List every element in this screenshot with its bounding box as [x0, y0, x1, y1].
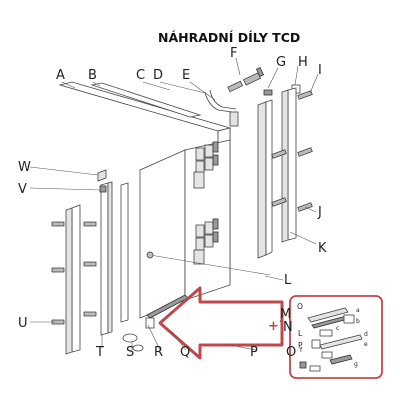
label-q: Q — [180, 345, 190, 360]
label-f: F — [230, 46, 237, 61]
wall-profile-left — [65, 204, 81, 355]
inset-letter-d: d — [364, 331, 368, 338]
label-k: K — [318, 241, 327, 256]
label-c: C — [136, 68, 145, 83]
label-u: U — [18, 316, 28, 331]
label-e: E — [182, 68, 190, 83]
label-w: W — [18, 160, 31, 175]
hinge-lower — [193, 218, 219, 265]
inset-letter-e: e — [364, 341, 368, 348]
label-p: P — [250, 345, 258, 360]
label-h: H — [298, 55, 308, 70]
label-j: J — [317, 205, 322, 220]
label-n: N — [283, 320, 293, 335]
label-l: L — [284, 273, 292, 288]
label-b: B — [88, 68, 97, 83]
part-w — [97, 169, 107, 182]
inset-letter-a: a — [356, 307, 360, 314]
fixed-glass-panel — [100, 181, 129, 336]
inset-letter-l: L — [298, 329, 303, 338]
label-s: S — [126, 345, 134, 360]
label-v: V — [18, 182, 27, 197]
wall-profile-i — [281, 87, 297, 243]
label-d: D — [153, 68, 163, 83]
label-i: I — [318, 63, 322, 78]
page-title: NÁHRADNÍ DÍLY TCD — [158, 30, 300, 45]
inset-letter-p: P — [298, 341, 303, 350]
screws-left — [51, 221, 97, 325]
part-labels: A B C D E F G H I J K L M N O P Q R S T … — [18, 46, 327, 360]
inset-letter-b: b — [356, 318, 360, 325]
label-a: A — [56, 68, 65, 83]
inset-box-o: O a b c d e f g L P — [289, 295, 383, 379]
label-g: G — [276, 55, 286, 70]
inset-letter-c: c — [336, 325, 339, 332]
inset-letter-f: f — [300, 347, 303, 354]
leader-lines — [29, 57, 319, 351]
bottom-parts — [122, 251, 271, 352]
frame-profile-a — [58, 81, 232, 144]
inset-title: O — [297, 302, 303, 311]
part-v — [99, 185, 107, 193]
rod-assembly-cdef — [204, 66, 265, 127]
label-r: R — [154, 345, 163, 360]
screws-right — [271, 90, 313, 212]
label-m: M — [280, 307, 291, 322]
hinge-upper — [193, 141, 219, 189]
frame-profile-b — [90, 82, 202, 118]
inset-letter-g: g — [354, 361, 358, 368]
part-g — [263, 89, 273, 96]
highlight-arrow — [158, 286, 284, 360]
label-o: O — [286, 345, 296, 360]
label-t: T — [95, 345, 104, 360]
plus-sign: + — [268, 319, 279, 334]
